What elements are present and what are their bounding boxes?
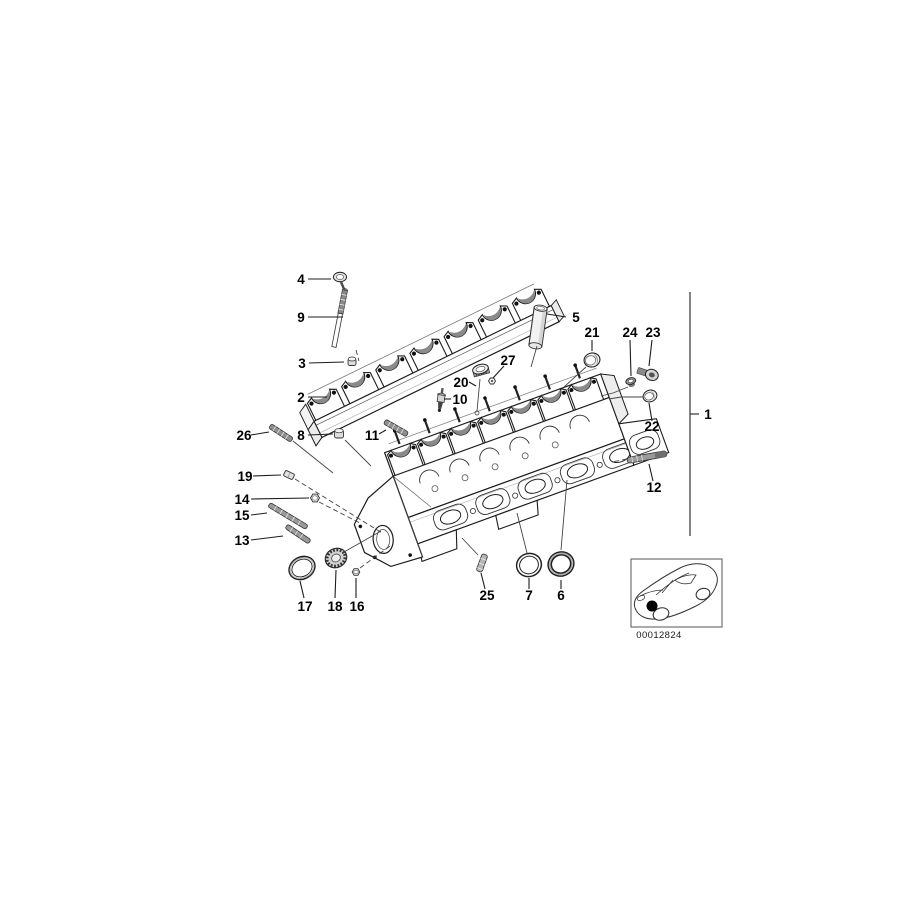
callout-27[interactable]: 27 <box>500 353 515 368</box>
callout-26[interactable]: 26 <box>236 428 252 443</box>
callout-6[interactable]: 6 <box>557 588 565 603</box>
part-9-stud-bolt <box>331 288 348 348</box>
car-icon <box>633 563 718 621</box>
callout-1[interactable]: 1 <box>704 407 712 422</box>
part-11-stud <box>383 419 409 437</box>
callout-19[interactable]: 19 <box>237 469 252 484</box>
part-7-seal-ring <box>515 552 543 578</box>
part-8-dowel-bushing <box>334 428 344 439</box>
part-3-dowel-bushing <box>347 356 357 366</box>
part-24-seal-grommet <box>625 377 637 388</box>
callout-5[interactable]: 5 <box>572 310 580 325</box>
leader-lines <box>250 278 654 599</box>
callout-4[interactable]: 4 <box>297 272 305 287</box>
callout-8[interactable]: 8 <box>297 428 305 443</box>
callout-25[interactable]: 25 <box>479 588 495 603</box>
part-26-stud <box>269 424 293 442</box>
callout-2[interactable]: 2 <box>297 390 305 405</box>
cam-carrier-drawing <box>299 283 565 447</box>
callout-20[interactable]: 20 <box>453 375 468 390</box>
part-14-nut <box>309 493 321 503</box>
part-23-screw-plug <box>636 367 659 382</box>
callout-14[interactable]: 14 <box>234 492 250 507</box>
part-13-stud <box>285 524 311 544</box>
callout-23[interactable]: 23 <box>645 325 661 340</box>
part-4-hex-bolt <box>333 271 347 290</box>
callout-16[interactable]: 16 <box>349 599 365 614</box>
callout-3[interactable]: 3 <box>298 356 306 371</box>
part-12-stud <box>626 450 668 464</box>
callout-22[interactable]: 22 <box>644 419 659 434</box>
part-15-stud <box>268 502 308 530</box>
part-17-shaft-seal <box>288 555 316 581</box>
callout-13[interactable]: 13 <box>234 533 250 548</box>
part-19-sleeve <box>283 470 295 480</box>
part-5-valve-guide-tube <box>528 304 548 350</box>
part-27-hex-screw <box>487 377 497 385</box>
part-22-o-ring <box>642 389 658 403</box>
part-18-screw-plug <box>324 547 348 569</box>
location-dot <box>646 600 658 612</box>
part-20-cap-plug <box>472 363 491 378</box>
callout-18[interactable]: 18 <box>327 599 343 614</box>
vehicle-inset: 00012824 <box>630 558 723 641</box>
callout-9[interactable]: 9 <box>297 310 305 325</box>
callout-7[interactable]: 7 <box>525 588 533 603</box>
callout-24[interactable]: 24 <box>622 325 638 340</box>
callout-10[interactable]: 10 <box>452 392 467 407</box>
callout-11[interactable]: 11 <box>365 428 380 443</box>
part-25-stud <box>476 553 488 573</box>
callout-12[interactable]: 12 <box>646 480 661 495</box>
callout-15[interactable]: 15 <box>234 508 250 523</box>
cylinder-head-drawing <box>353 361 670 568</box>
callout-21[interactable]: 21 <box>584 325 600 340</box>
part-6-seal-ring <box>547 551 575 577</box>
part-1-reference-line <box>689 292 699 536</box>
callout-labels: 4 9 3 2 5 21 24 23 27 20 10 26 8 11 22 1… <box>234 272 712 614</box>
inset-code: 00012824 <box>636 630 681 641</box>
part-16-nut <box>351 568 361 576</box>
part-21-cup-plug <box>583 352 601 368</box>
callout-17[interactable]: 17 <box>297 599 312 614</box>
part-10-valve-piece <box>436 387 446 412</box>
